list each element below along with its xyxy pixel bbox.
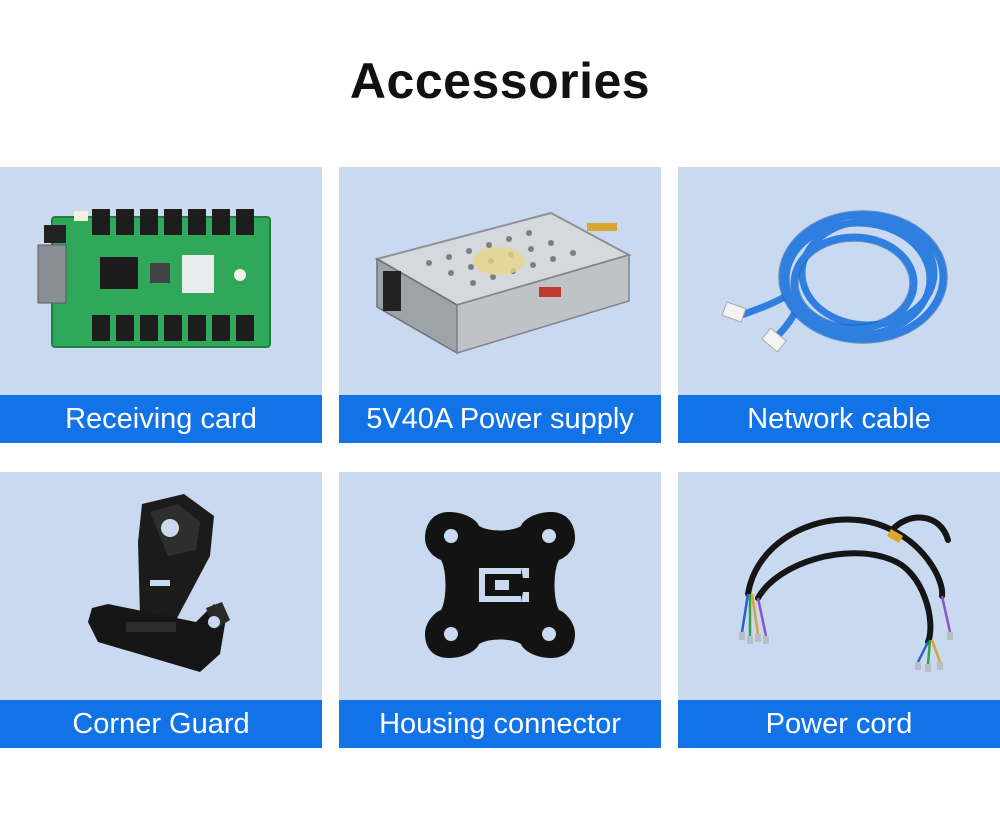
- power-cord-image: [678, 472, 1000, 700]
- page-title: Accessories: [349, 53, 651, 109]
- accessory-card-network-cable: Network cable: [678, 167, 1000, 443]
- power-supply-image: [339, 167, 661, 395]
- housing-connector-image: [339, 472, 661, 700]
- accessory-card-power-cord: Power cord: [678, 472, 1000, 748]
- accessory-card-power-supply: 5V40A Power supply: [339, 167, 661, 443]
- accessory-label: Corner Guard: [0, 700, 322, 748]
- accessory-label: Power cord: [678, 700, 1000, 748]
- accessory-label: Housing connector: [339, 700, 661, 748]
- accessory-label: Network cable: [678, 395, 1000, 443]
- corner-guard-image: [0, 472, 322, 700]
- accessory-card-housing-connector: Housing connector: [339, 472, 661, 748]
- accessory-card-receiving-card: Receiving card: [0, 167, 322, 443]
- accessory-label: 5V40A Power supply: [339, 395, 661, 443]
- receiving-card-image: [0, 167, 322, 395]
- accessory-card-corner-guard: Corner Guard: [0, 472, 322, 748]
- network-cable-image: [678, 167, 1000, 395]
- accessory-label: Receiving card: [0, 395, 322, 443]
